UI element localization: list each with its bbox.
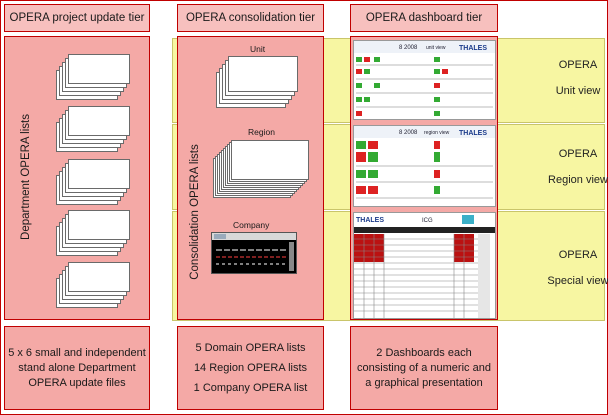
sheet [68, 54, 130, 84]
unit-thumb-title: unit view [426, 45, 446, 51]
region-view-line-2: Region view [548, 174, 608, 186]
header-dashboard-label: OPERA dashboard tier [365, 12, 483, 24]
special-view-thumbnail: THALES ICG [353, 212, 496, 319]
dashboard-summary-line-2: consisting of a numeric and [357, 361, 491, 374]
consolidation-summary-line-1: 5 Domain OPERA lists [195, 342, 306, 354]
project-summary-line-1: 5 x 6 small and independent [8, 346, 146, 359]
header-project-label: OPERA project update tier [9, 12, 145, 24]
company-label: Company [233, 220, 270, 230]
special-thumb-brand: THALES [356, 217, 384, 224]
sheet [68, 262, 130, 292]
company-list-screenshot [211, 232, 297, 274]
region-thumb-title: region view [424, 130, 450, 136]
consolidation-summary-line-2: 14 Region OPERA lists [193, 362, 308, 374]
project-summary-line-3: OPERA update files [28, 376, 126, 389]
header-consolidation-tier: OPERA consolidation tier [177, 4, 324, 32]
region-view-graphic: 8 2008 region view THALES [354, 126, 495, 199]
region-view-line-1: OPERA [558, 148, 598, 160]
sheet [68, 106, 130, 136]
consolidation-tier-summary: 5 Domain OPERA lists 14 Region OPERA lis… [177, 326, 324, 410]
unit-view-graphic: 8 2008 unit view THALES [354, 41, 495, 116]
region-view-thumbnail: 8 2008 region view THALES [353, 125, 496, 207]
unit-view-line-2: Unit view [555, 85, 601, 97]
region-view-text: OPERA Region view [518, 141, 608, 193]
region-thumb-brand: THALES [459, 130, 487, 137]
unit-view-line-1: OPERA [558, 59, 598, 71]
region-label: Region [248, 127, 275, 137]
consolidation-summary-line-3: 1 Company OPERA list [193, 382, 308, 394]
unit-view-thumbnail: 8 2008 unit view THALES [353, 40, 496, 120]
consolidation-lists-label: Consolidation OPERA lists [189, 144, 201, 280]
special-view-graphic: THALES ICG [354, 215, 495, 318]
unit-label: Unit [250, 44, 266, 54]
special-thumb-code: ICG [422, 218, 433, 224]
sheet [68, 159, 130, 189]
unit-thumb-brand: THALES [459, 45, 487, 52]
header-project-tier: OPERA project update tier [4, 4, 150, 32]
header-dashboard-tier: OPERA dashboard tier [350, 4, 498, 32]
dashboard-summary-line-1: 2 Dashboards each [376, 346, 472, 359]
special-view-line-1: OPERA [558, 249, 598, 261]
sheet [231, 140, 309, 180]
dashboard-tier-summary: 2 Dashboards each consisting of a numeri… [350, 326, 498, 410]
project-tier-summary: 5 x 6 small and independent stand alone … [4, 326, 150, 410]
special-view-line-2: Special view [547, 275, 608, 287]
header-consolidation-label: OPERA consolidation tier [185, 12, 316, 24]
unit-view-text: OPERA Unit view [518, 52, 608, 104]
project-summary-line-2: stand alone Department [18, 361, 136, 374]
sheet [68, 210, 130, 240]
dashboard-summary-line-3: a graphical presentation [365, 376, 483, 389]
region-thumb-year: 8 2008 [399, 130, 418, 136]
unit-thumb-year: 8 2008 [399, 45, 418, 51]
special-view-text: OPERA Special view [518, 242, 608, 294]
department-lists-label: Department OPERA lists [20, 114, 32, 240]
company-list-graphic [212, 233, 296, 271]
sheet [228, 56, 298, 92]
